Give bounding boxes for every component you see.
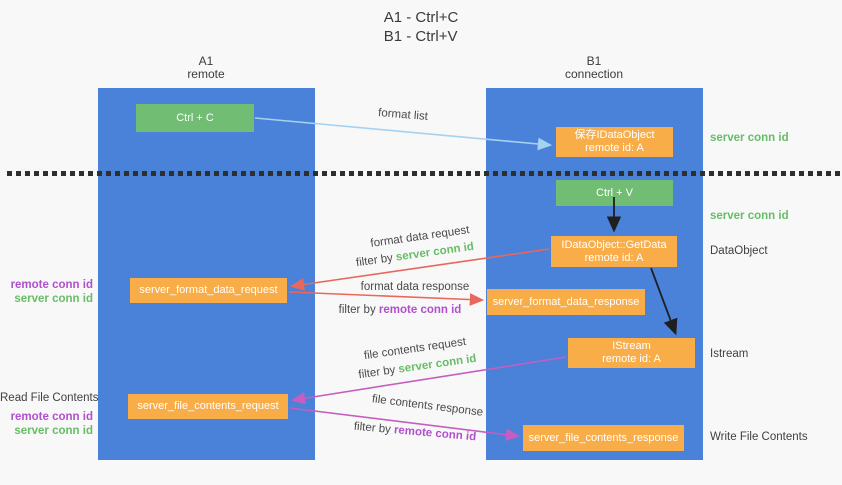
ctrl-c-label: Ctrl + C — [176, 111, 214, 124]
server-conn-id-text: server conn id — [397, 352, 478, 376]
column-header-a1: A1 remote — [146, 55, 266, 81]
ctrl-v-label: Ctrl + V — [596, 186, 633, 199]
format-data-response-arrow — [288, 291, 485, 306]
save-idataobject-line1: 保存IDataObject — [574, 129, 655, 141]
column-a1-name: A1 — [198, 54, 214, 68]
filter-by-text: filter by — [338, 304, 379, 316]
idataobject-getdata-line1: IDataObject::GetData — [561, 238, 667, 251]
left-label-server-conn-id-1: server conn id — [14, 293, 93, 305]
istream-box: IStream remote id: A — [568, 338, 695, 368]
label-filter-by-remote-conn-id-1: filter by remote conn id — [330, 304, 470, 316]
label-filter-by-remote-conn-id-2: filter by remote conn id — [345, 420, 486, 444]
label-file-contents-response: file contents response — [371, 393, 484, 419]
server-file-contents-response-box: server_file_contents_response — [523, 425, 684, 451]
left-label-read-file-contents: Read File Contents — [0, 392, 99, 404]
remote-conn-id-text: remote conn id — [393, 424, 477, 444]
idataobject-getdata-box: IDataObject::GetData remote id: A — [551, 236, 677, 267]
right-label-server-conn-id-1: server conn id — [710, 132, 789, 144]
label-format-data-response: format data response — [360, 281, 470, 293]
server-file-contents-response-label: server_file_contents_response — [528, 431, 679, 444]
save-idataobject-box: 保存IDataObject remote id: A — [556, 127, 673, 157]
ctrl-c-box: Ctrl + C — [136, 104, 254, 132]
server-format-data-request-box: server_format_data_request — [130, 278, 287, 303]
server-file-contents-request-label: server_file_contents_request — [137, 400, 279, 412]
save-idataobject-line2: remote id: A — [585, 142, 644, 154]
server-file-contents-request-box: server_file_contents_request — [128, 394, 288, 419]
server-format-data-request-label: server_format_data_request — [139, 284, 278, 296]
left-label-server-conn-id-2: server conn id — [14, 425, 93, 437]
column-a1-subtitle: remote — [187, 67, 225, 81]
column-header-b1: B1 connection — [534, 55, 654, 81]
right-label-write-file-contents: Write File Contents — [710, 431, 808, 443]
right-label-dataobject: DataObject — [710, 245, 768, 257]
filter-by-text: filter by — [355, 251, 397, 270]
left-label-remote-conn-id-1: remote conn id — [10, 279, 93, 291]
column-b1-name: B1 — [586, 54, 602, 68]
left-label-conn-ids-1: remote conn id server conn id — [0, 278, 93, 306]
filter-by-text: filter by — [357, 363, 400, 382]
remote-conn-id-text: remote conn id — [378, 304, 462, 316]
left-label-conn-ids-2: remote conn id server conn id — [0, 410, 93, 438]
title-line-2: B1 - Ctrl+V — [383, 28, 458, 45]
title-line-1: A1 - Ctrl+C — [383, 9, 459, 26]
ctrl-v-box: Ctrl + V — [556, 180, 673, 206]
diagram-title: A1 - Ctrl+C B1 - Ctrl+V — [0, 8, 842, 46]
right-label-istream: Istream — [710, 348, 749, 360]
filter-by-text: filter by — [353, 420, 395, 437]
column-b1-subtitle: connection — [564, 67, 624, 81]
server-format-data-response-label: server_format_data_response — [492, 295, 640, 308]
server-format-data-response-box: server_format_data_response — [487, 289, 645, 315]
label-format-list: format list — [377, 107, 429, 123]
istream-line1: IStream — [612, 340, 651, 352]
right-label-server-conn-id-2: server conn id — [710, 210, 789, 222]
dotted-divider-line — [7, 171, 842, 176]
idataobject-getdata-line2: remote id: A — [584, 251, 644, 264]
left-label-remote-conn-id-2: remote conn id — [10, 411, 93, 423]
istream-line2: remote id: A — [602, 353, 661, 365]
